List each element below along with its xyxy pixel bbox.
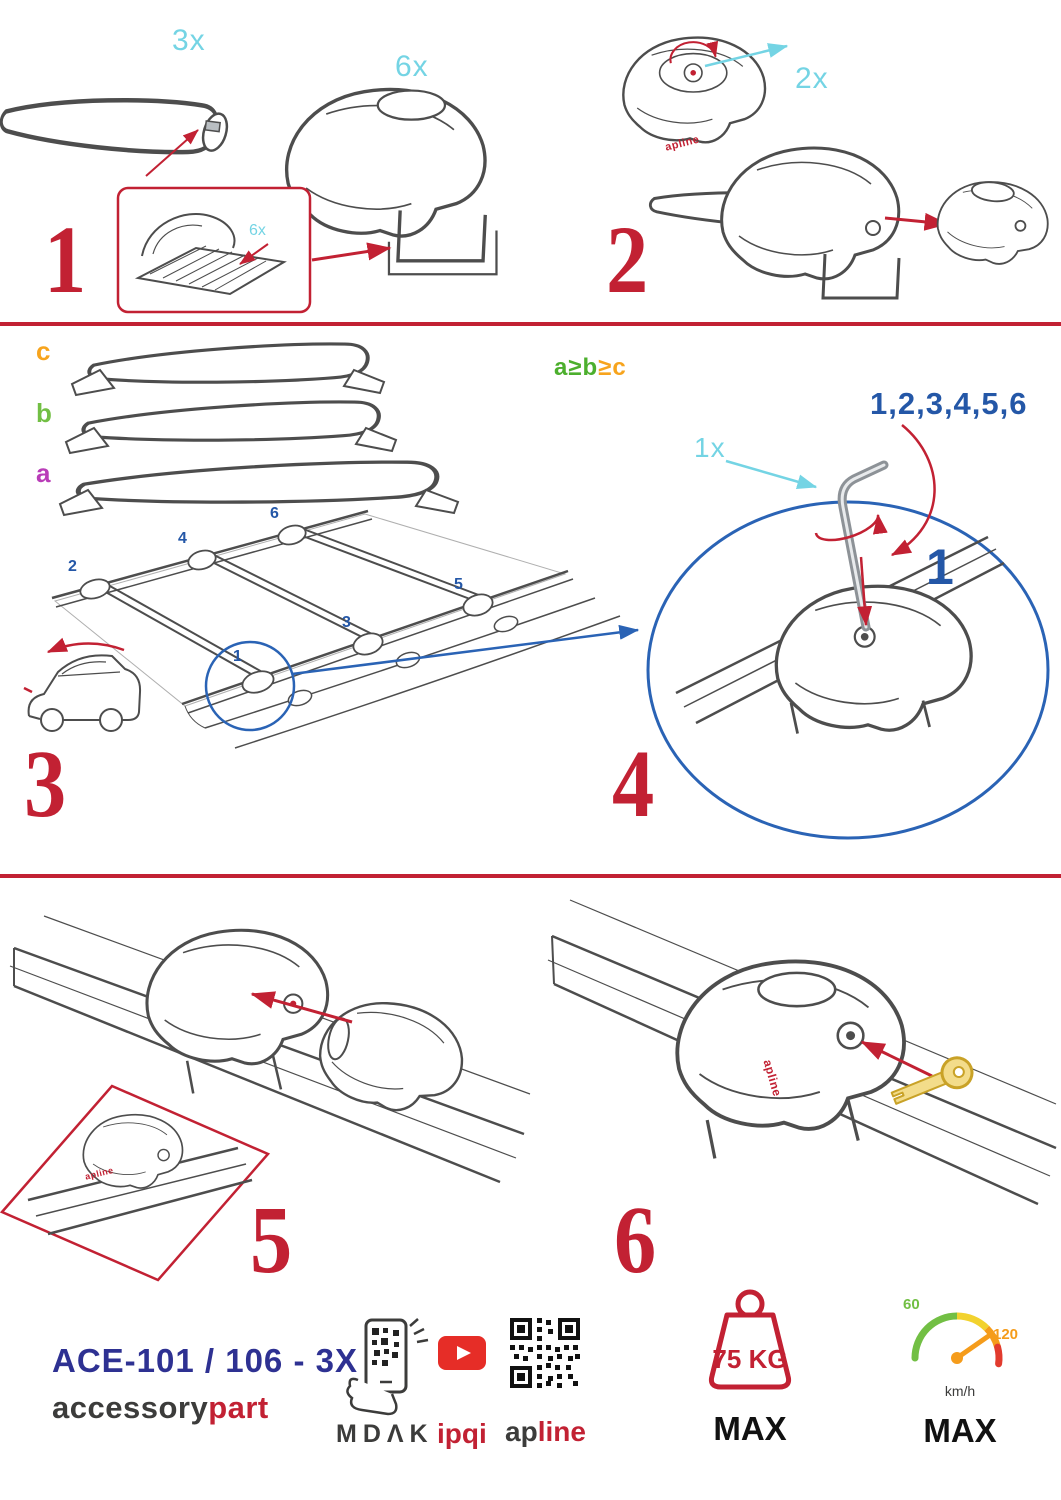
rubber-pad-inset xyxy=(116,186,312,314)
car-direction-inset xyxy=(23,637,142,732)
step3-illustration xyxy=(23,342,640,749)
step2-illustration xyxy=(622,36,1053,300)
position-label-2: 2 xyxy=(68,558,77,575)
bar-label-c: c xyxy=(36,336,51,366)
end-cap-drawing xyxy=(933,175,1053,270)
key-insert-arrow xyxy=(860,1040,933,1078)
bar-quantity-label: 3x xyxy=(172,24,206,57)
lock-quantity-arrow xyxy=(704,43,789,68)
first-position-label: 1 xyxy=(926,539,954,595)
model-number: ACE-101 / 106 - 3X xyxy=(52,1342,358,1379)
size-order-formula: a≥b≥c xyxy=(554,354,627,382)
qr-code xyxy=(510,1318,580,1388)
step6-illustration xyxy=(547,899,1057,1206)
position-label-4: 4 xyxy=(178,530,187,547)
key-drawing xyxy=(890,1056,974,1105)
speed-low-label: 60 xyxy=(903,1296,920,1313)
mdak-logo: MDΛK xyxy=(336,1420,434,1448)
detail-link-arrow xyxy=(291,624,640,676)
position-label-6: 6 xyxy=(270,505,279,522)
max-speed-label: MAX xyxy=(923,1412,997,1449)
formula-a: a xyxy=(554,354,569,381)
apline-logo-ap: ap xyxy=(505,1416,538,1447)
pad-quantity-label: 6x xyxy=(249,222,266,239)
bar-label-a: a xyxy=(36,458,51,488)
crossbar-size-c xyxy=(70,342,386,397)
formula-c: c xyxy=(612,354,627,381)
install-sequence-label: 1,2,3,4,5,6 xyxy=(870,386,1028,421)
position-label-1: 1 xyxy=(233,648,242,665)
crossbar-size-a xyxy=(58,462,460,517)
foot-detail-drawing xyxy=(675,535,1005,734)
max-weight-value: 75 KG xyxy=(712,1344,788,1374)
position-label-5: 5 xyxy=(454,576,463,593)
step1-number: 1 xyxy=(44,206,87,313)
endcap-attach-arrow xyxy=(884,212,949,231)
speed-high-label: 120 xyxy=(993,1326,1019,1343)
position-label-3: 3 xyxy=(342,614,351,631)
foot-top-view-drawing xyxy=(622,36,767,144)
ipqi-logo: ipqi xyxy=(437,1418,487,1449)
insert-key-arrow xyxy=(857,556,873,627)
foot-assembly-drawing xyxy=(675,959,906,1159)
step5-number: 5 xyxy=(250,1186,293,1293)
foot-assembly-drawing xyxy=(284,87,498,276)
foot-assembly-drawing xyxy=(145,928,330,1094)
lock-quantity-label: 2x xyxy=(795,62,829,95)
speedometer-icon xyxy=(911,1312,1003,1368)
foot-assembly-drawing xyxy=(720,146,901,300)
tool-quantity-arrow xyxy=(725,459,818,490)
section-divider-1 xyxy=(0,322,1061,326)
max-weight-icon xyxy=(708,1289,792,1390)
cover-attach-arrow xyxy=(250,991,353,1024)
step3-number: 3 xyxy=(24,730,67,837)
accessorypart-logo-accessory: accessory xyxy=(52,1390,209,1425)
step1-illustration xyxy=(0,18,498,314)
tool-quantity-label: 1x xyxy=(694,432,726,463)
rotate-key-arrow xyxy=(814,513,888,542)
step5-illustration xyxy=(0,915,531,1282)
step6-number: 6 xyxy=(614,1186,657,1293)
crossbar-size-b xyxy=(64,402,398,455)
cover-piece-drawing xyxy=(310,988,473,1124)
apline-logo-line: line xyxy=(537,1416,586,1447)
formula-ge2: ≥ xyxy=(598,354,613,381)
step2-number: 2 xyxy=(606,206,649,313)
travel-direction-arrow xyxy=(46,637,125,654)
bar-pointer-arrow xyxy=(145,129,199,177)
step4-number: 4 xyxy=(612,730,655,837)
accessorypart-logo: accessorypart xyxy=(52,1390,269,1426)
step4-illustration xyxy=(646,424,1050,840)
youtube-icon xyxy=(438,1336,486,1370)
section-divider-2 xyxy=(0,874,1061,878)
formula-ge1: ≥ xyxy=(568,354,583,381)
formula-b: b xyxy=(582,354,599,381)
foot-quantity-label: 6x xyxy=(395,50,429,83)
position1-highlight-circle xyxy=(204,640,296,732)
max-weight-label: MAX xyxy=(713,1410,787,1447)
bar-label-b: b xyxy=(36,398,52,428)
pad-to-foot-arrow xyxy=(311,242,392,262)
car-roof-drawing xyxy=(51,509,621,749)
speed-unit-label: km/h xyxy=(944,1383,976,1399)
locked-inset xyxy=(0,1084,271,1282)
qr-scan-phone-icon xyxy=(346,1318,429,1416)
sequence-arrow xyxy=(890,424,936,557)
crossbar-drawing xyxy=(0,81,229,163)
apline-logo: apline xyxy=(505,1416,586,1448)
accessorypart-logo-part: part xyxy=(208,1390,269,1425)
